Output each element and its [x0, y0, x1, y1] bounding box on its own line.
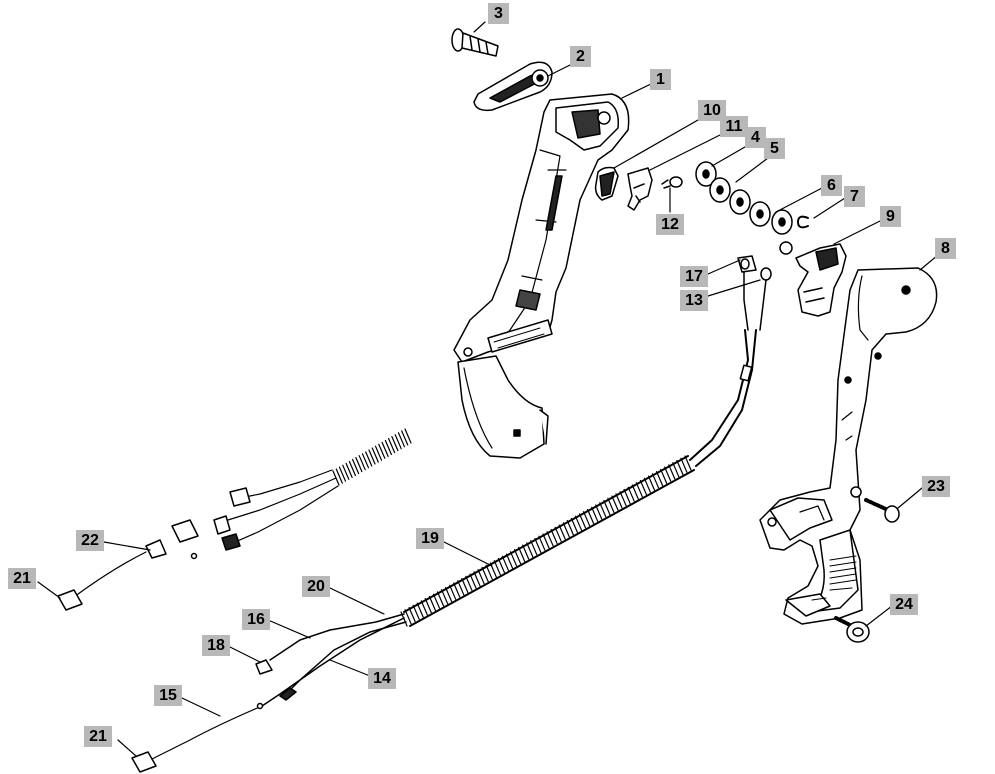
callout-1: 1 [650, 69, 671, 90]
callout-18: 18 [202, 635, 230, 656]
part-ball [779, 241, 793, 255]
part-12-screw [661, 176, 683, 189]
part-1-handle-left [453, 93, 630, 459]
callout-13: 13 [680, 290, 708, 311]
callout-2: 2 [570, 46, 591, 67]
part-10-trigger [594, 166, 619, 201]
callout-17: 17 [680, 266, 708, 287]
callout-10: 10 [698, 100, 726, 121]
callout-4: 4 [745, 127, 766, 148]
callout-9: 9 [880, 206, 901, 227]
part-8-handle-right [759, 267, 938, 625]
callout-16: 16 [242, 609, 270, 630]
callout-5: 5 [764, 138, 785, 159]
callout-24: 24 [890, 594, 918, 615]
upper-cable-bundle [57, 428, 412, 611]
part-7-ring [797, 215, 809, 229]
callout-21-lower: 21 [84, 726, 112, 747]
callout-12: 12 [656, 214, 684, 235]
callout-23: 23 [922, 476, 950, 497]
part-4-washer [695, 161, 717, 187]
callout-20: 20 [302, 576, 330, 597]
part-9-lever [795, 243, 847, 317]
callout-7: 7 [844, 186, 865, 207]
callout-21-upper: 21 [8, 568, 36, 589]
part-6-washer [771, 209, 793, 235]
callout-11: 11 [720, 116, 748, 137]
part-19-hose [400, 329, 757, 627]
part-5-washers [709, 177, 771, 227]
callout-19: 19 [416, 528, 444, 549]
part-11-clip [627, 167, 653, 211]
part-17-13-cable-ends [737, 255, 772, 331]
callout-6: 6 [821, 175, 842, 196]
callout-15: 15 [154, 685, 182, 706]
callout-3: 3 [488, 3, 509, 24]
lower-cable-bundle [131, 613, 407, 773]
part-3-screw [451, 28, 499, 57]
callout-22: 22 [76, 530, 104, 551]
part-2-clamp [473, 61, 553, 112]
part-23-screw [864, 498, 900, 523]
callout-14: 14 [368, 668, 396, 689]
part-24-screw [834, 616, 870, 643]
callout-8: 8 [935, 238, 956, 259]
